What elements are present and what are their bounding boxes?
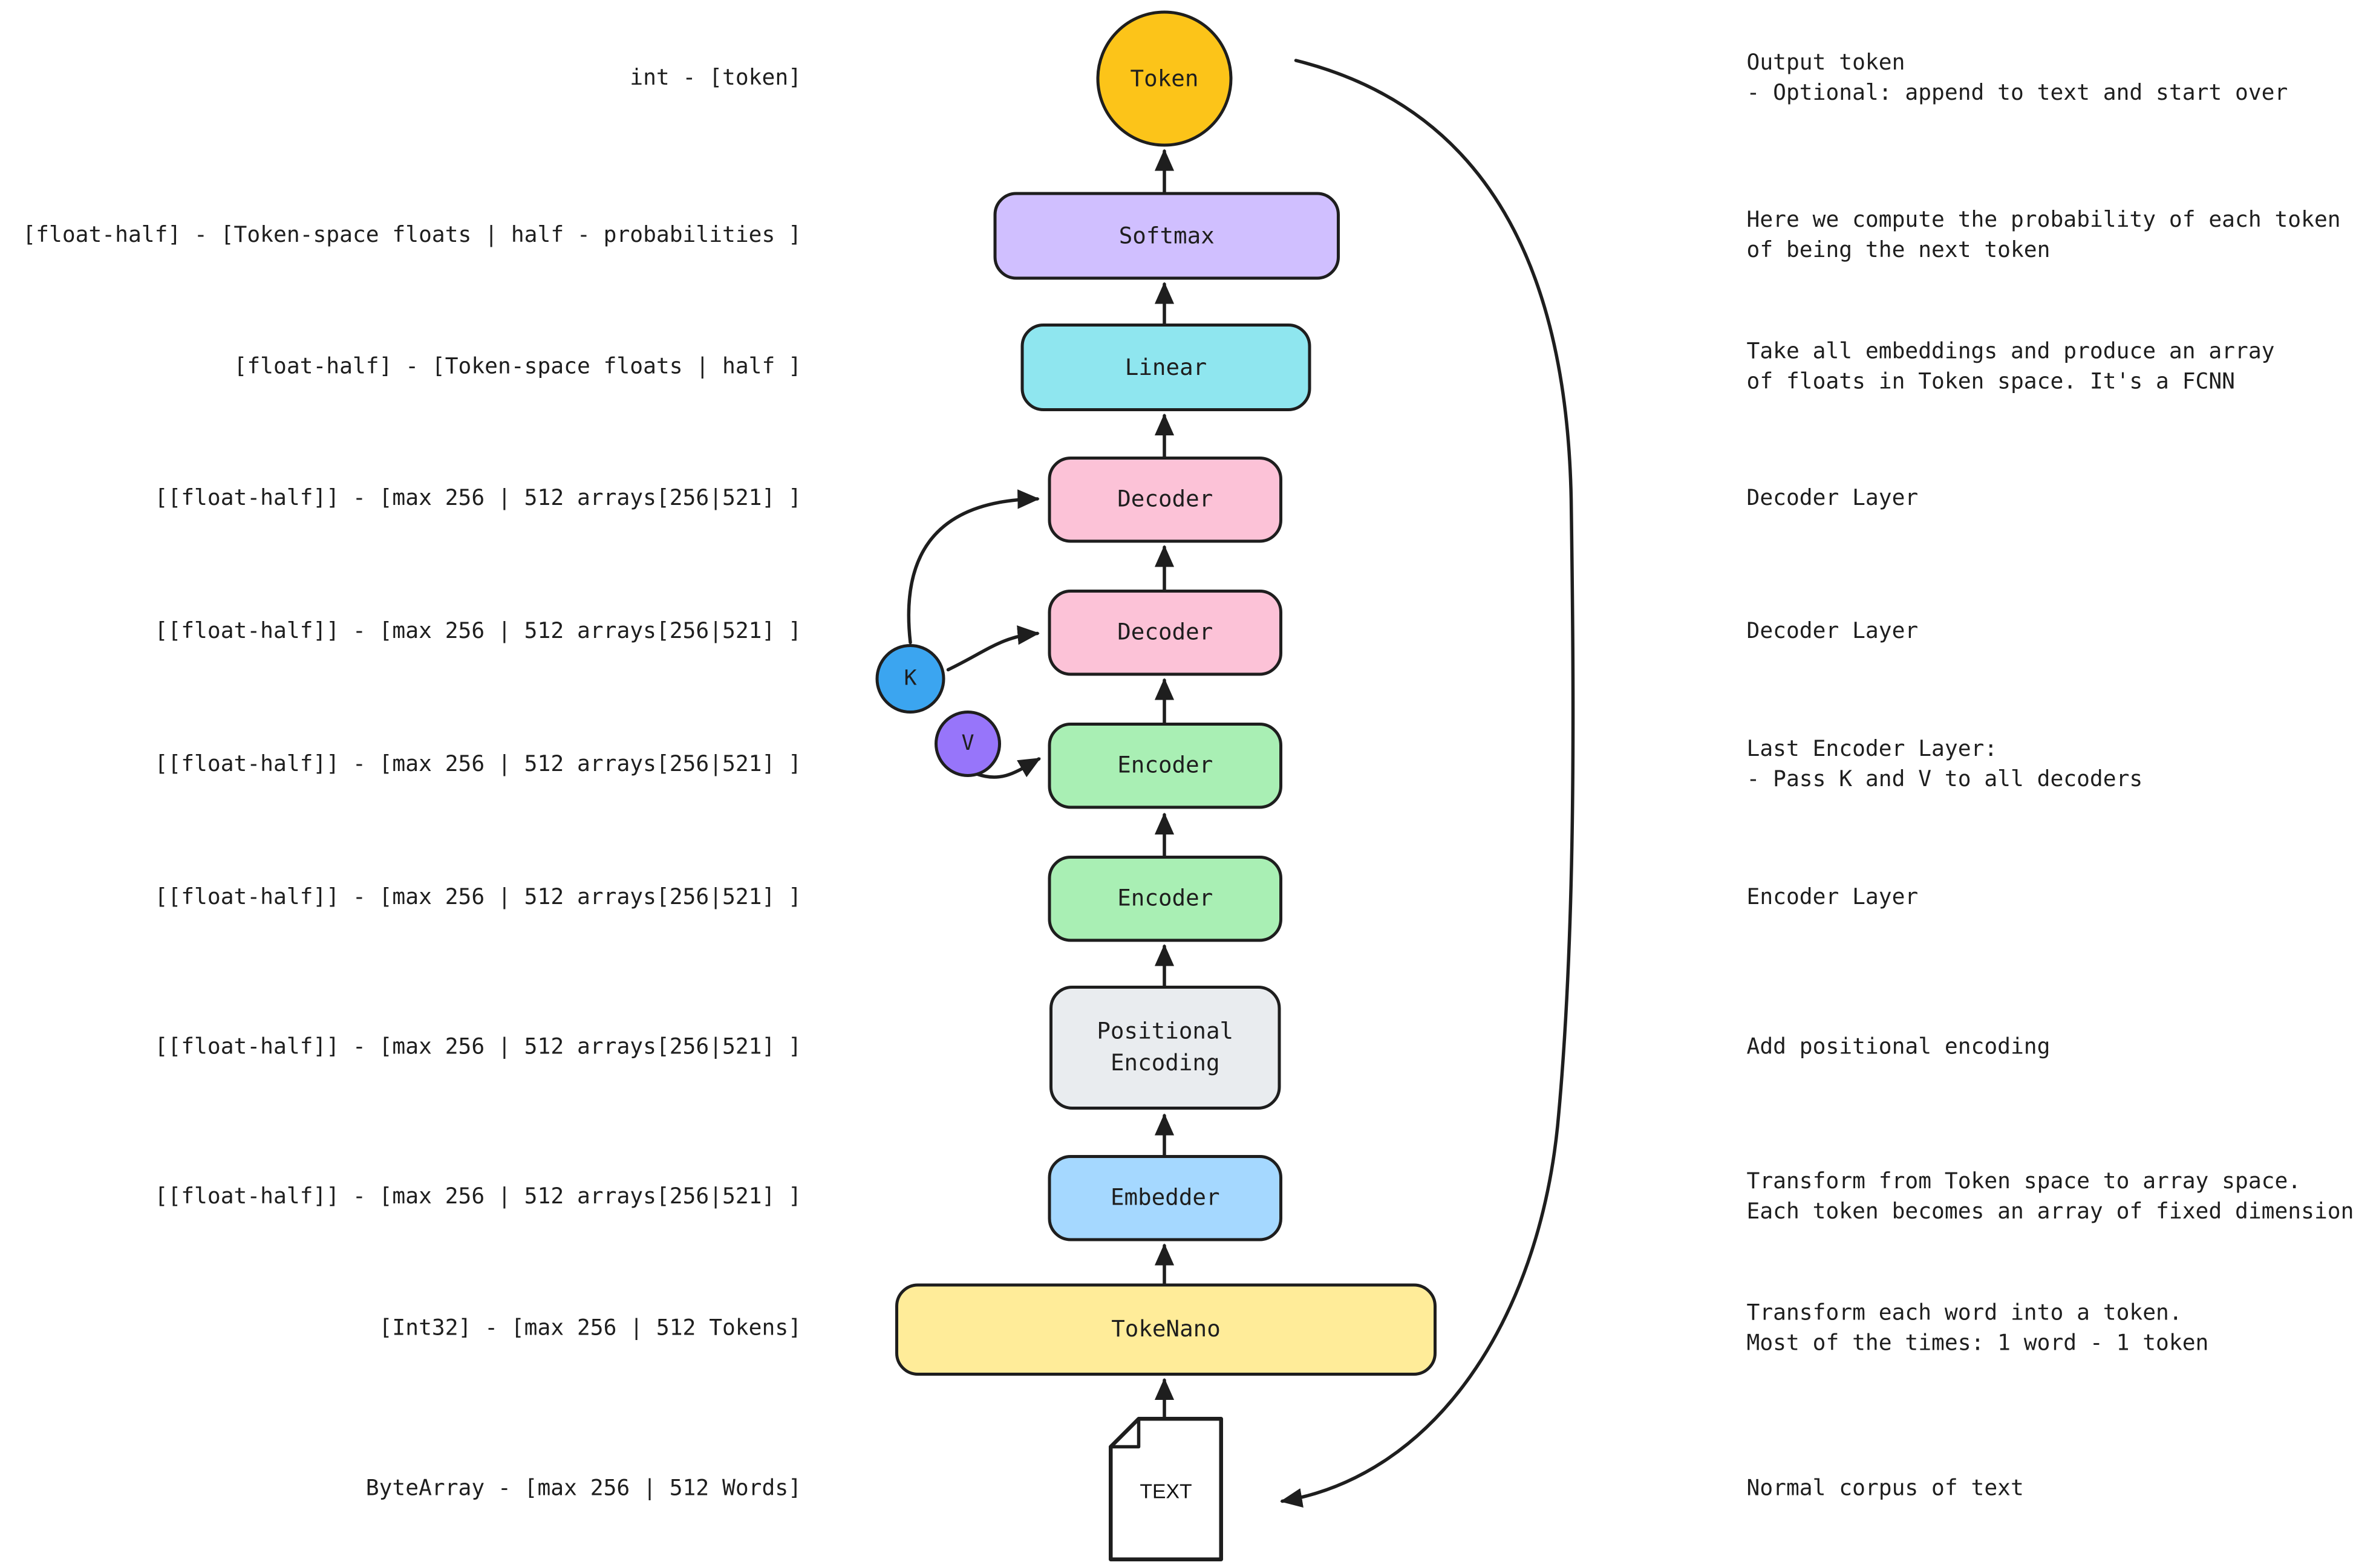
decoder-node-2: Decoder (1048, 590, 1282, 676)
document-icon (1109, 1417, 1223, 1561)
text-document-node: TEXT (1109, 1417, 1224, 1562)
encoder-node-1: Encoder (1048, 723, 1282, 809)
data-type-label: [[float-half]] - [max 256 | 512 arrays[2… (154, 620, 801, 644)
data-type-label: [float-half] - [Token-space floats | hal… (22, 224, 801, 248)
data-type-label: [[float-half]] - [max 256 | 512 arrays[2… (154, 487, 801, 511)
description-label: Last Encoder Layer: - Pass K and V to al… (1746, 738, 2143, 792)
data-type-label: [[float-half]] - [max 256 | 512 arrays[2… (154, 886, 801, 910)
tokenano-node: TokeNano (895, 1283, 1437, 1376)
k-to-decoder2-arrow (946, 625, 1040, 672)
decoder-node-1: Decoder (1048, 457, 1282, 543)
data-type-label: [Int32] - [max 256 | 512 Tokens] (379, 1316, 801, 1341)
data-type-label: int - [token] (630, 67, 801, 91)
description-label: Output token - Optional: append to text … (1746, 51, 2288, 106)
description-label: Decoder Layer (1746, 487, 1919, 511)
data-type-label: [[float-half]] - [max 256 | 512 arrays[2… (154, 1035, 801, 1060)
softmax-node: Softmax (993, 192, 1340, 280)
data-type-label: [[float-half]] - [max 256 | 512 arrays[2… (154, 753, 801, 777)
data-type-label: [[float-half]] - [max 256 | 512 arrays[2… (154, 1185, 801, 1209)
encoder-node-2: Encoder (1048, 856, 1282, 942)
description-label: Here we compute the probability of each … (1746, 209, 2341, 263)
k-to-decoder1-arrow (907, 489, 1040, 645)
description-label: Transform from Token space to array spac… (1746, 1170, 2354, 1225)
description-label: Add positional encoding (1746, 1035, 2051, 1060)
positional-encoding-node: Positional Encoding (1049, 986, 1281, 1110)
document-label: TEXT (1140, 1480, 1192, 1503)
v-badge: V (935, 711, 1001, 777)
description-label: Normal corpus of text (1746, 1477, 2024, 1501)
data-type-label: ByteArray - [max 256 | 512 Words] (365, 1477, 801, 1501)
linear-node: Linear (1020, 324, 1311, 411)
k-badge: K (875, 644, 945, 714)
description-label: Take all embeddings and produce an array… (1746, 340, 2275, 395)
data-type-label: [float-half] - [Token-space floats | hal… (233, 355, 801, 380)
description-label: Encoder Layer (1746, 886, 1919, 910)
description-label: Decoder Layer (1746, 620, 1919, 644)
token-node: Token (1096, 10, 1233, 147)
embedder-node: Embedder (1048, 1155, 1282, 1241)
description-label: Transform each word into a token. Most o… (1746, 1301, 2209, 1356)
